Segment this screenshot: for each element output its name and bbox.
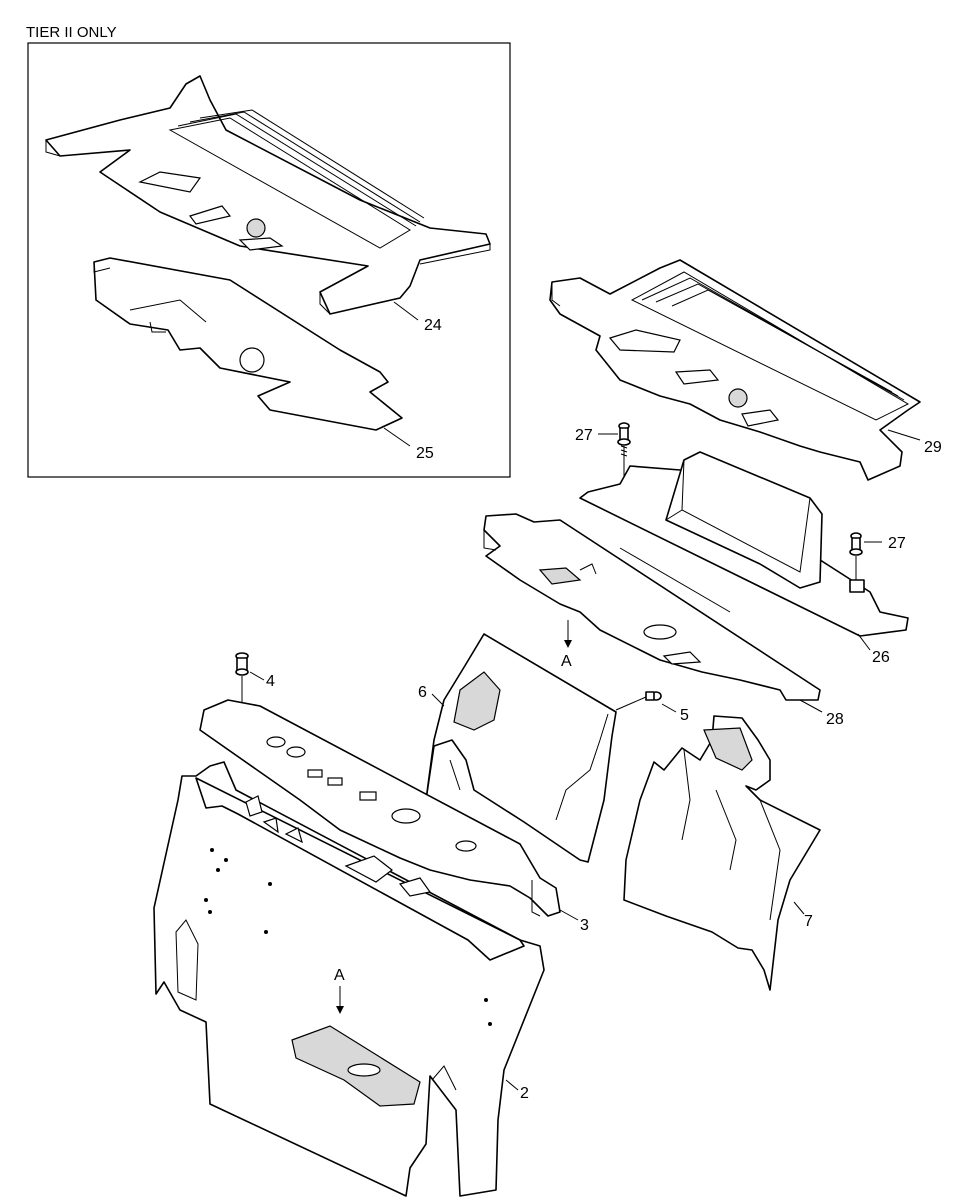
callout-3: 3 <box>580 917 589 934</box>
part-25-under-panel <box>93 257 403 431</box>
part-27-bolt-right <box>849 532 863 580</box>
part-29-floor-mat <box>549 259 921 481</box>
part-6-side-panel <box>425 633 617 863</box>
part-2-frame-panel <box>153 761 545 1197</box>
callout-24: 24 <box>424 317 442 334</box>
part-7-side-panel <box>623 715 821 991</box>
callout-4: 4 <box>266 673 275 690</box>
callout-26: 26 <box>872 649 890 666</box>
view-marker-a-upper: A <box>561 653 572 670</box>
callout-5: 5 <box>680 707 689 724</box>
callout-28: 28 <box>826 711 844 728</box>
view-marker-a-lower: A <box>334 967 345 984</box>
callout-2: 2 <box>520 1085 529 1102</box>
part-4-bolt <box>235 652 249 730</box>
callout-27-right: 27 <box>888 535 906 552</box>
inset-title: TIER II ONLY <box>26 24 117 41</box>
part-5-bolt <box>615 691 662 711</box>
callout-25: 25 <box>416 445 434 462</box>
part-26-cover <box>579 451 909 637</box>
callout-7: 7 <box>804 913 813 930</box>
part-28-plate <box>483 513 821 701</box>
callout-6: 6 <box>418 684 427 701</box>
callout-27-upper: 27 <box>575 427 593 444</box>
part-27-bolt-upper <box>617 422 631 490</box>
tier-ii-inset: TIER II ONLY 24 25 <box>26 24 511 478</box>
part-24-floor-mat <box>45 75 491 315</box>
callout-29: 29 <box>924 439 942 456</box>
inset-frame <box>27 42 511 478</box>
part-3-crossmember <box>199 699 561 917</box>
